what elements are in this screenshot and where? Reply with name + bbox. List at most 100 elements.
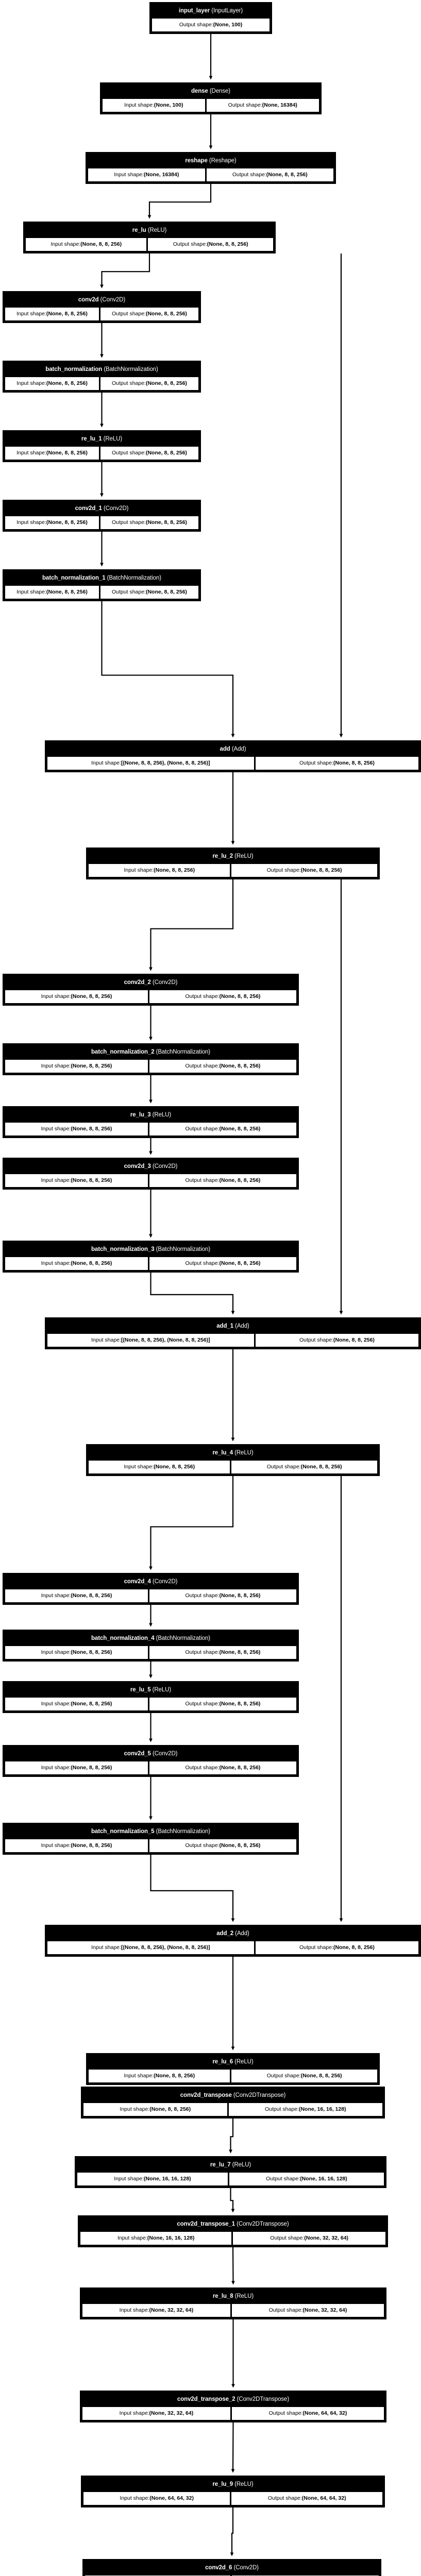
input-shape: Input shape: (None, 8, 8, 256) [5, 1839, 148, 1853]
input-shape-label: Input shape: [16, 310, 46, 317]
layer-shapes: Input shape: (None, 8, 8, 256)Output sha… [5, 990, 297, 1004]
layer-node-re_lu_7[interactable]: re_lu_7 (ReLU)Input shape: (None, 16, 16… [75, 2156, 386, 2189]
layer-class: (BatchNormalization) [156, 1828, 210, 1835]
layer-node-add_2[interactable]: add_2 (Add)Input shape: [(None, 8, 8, 25… [45, 1925, 421, 1957]
layer-class: (BatchNormalization) [156, 1246, 210, 1252]
input-shape: Input shape: (None, 64, 64, 32) [83, 2492, 230, 2505]
layer-node-conv2d_6[interactable]: conv2d_6 (Conv2D)Input shape: (None, 64,… [82, 2559, 381, 2576]
layer-node-batch_normalization_1[interactable]: batch_normalization_1 (BatchNormalizatio… [3, 569, 201, 602]
output-shape-value: (None, 8, 8, 256) [266, 171, 308, 178]
layer-node-conv2d_3[interactable]: conv2d_3 (Conv2D)Input shape: (None, 8, … [3, 1158, 299, 1190]
layer-node-re_lu[interactable]: re_lu (ReLU)Input shape: (None, 8, 8, 25… [23, 222, 276, 254]
input-shape-value: (None, 32, 32, 64) [149, 2410, 194, 2416]
input-shape-value: (None, 8, 8, 256) [71, 1062, 112, 1069]
layer-class: (Conv2DTranspose) [237, 2396, 290, 2402]
output-shape-value: (None, 16, 16, 128) [300, 2175, 347, 2182]
layer-shapes: Input shape: (None, 16, 16, 128)Output s… [80, 2231, 385, 2245]
layer-shapes: Input shape: (None, 8, 8, 256)Output sha… [5, 1646, 297, 1659]
output-shape-label: Output shape: [185, 1592, 220, 1599]
input-shape-label: Input shape: [41, 1592, 71, 1599]
output-shape-label: Output shape: [179, 21, 213, 28]
input-shape-value: (None, 8, 8, 256) [71, 1125, 112, 1132]
output-shape-label: Output shape: [268, 2307, 303, 2313]
layer-node-conv2d_1[interactable]: conv2d_1 (Conv2D)Input shape: (None, 8, … [3, 500, 201, 532]
layer-name: re_lu_5 [130, 1687, 151, 1693]
input-shape: Input shape: (None, 8, 8, 256) [89, 2069, 230, 2083]
output-shape-label: Output shape: [173, 241, 207, 247]
input-shape-label: Input shape: [41, 1764, 71, 1771]
layer-node-re_lu_9[interactable]: re_lu_9 (ReLU)Input shape: (None, 64, 64… [81, 2476, 385, 2508]
layer-node-batch_normalization_3[interactable]: batch_normalization_3 (BatchNormalizatio… [3, 1241, 299, 1273]
output-shape: Output shape: (None, 8, 8, 256) [149, 1059, 297, 1073]
layer-shapes: Input shape: (None, 32, 32, 64)Output sh… [82, 2406, 384, 2420]
output-shape-label: Output shape: [266, 2175, 300, 2182]
layer-class: (ReLU) [232, 2162, 251, 2168]
input-shape-label: Input shape: [119, 2410, 149, 2416]
layer-title: reshape (Reshape) [87, 153, 335, 168]
layer-node-re_lu_1[interactable]: re_lu_1 (ReLU)Input shape: (None, 8, 8, … [3, 430, 201, 463]
layer-node-conv2d[interactable]: conv2d (Conv2D)Input shape: (None, 8, 8,… [3, 291, 201, 324]
layer-node-re_lu_4[interactable]: re_lu_4 (ReLU)Input shape: (None, 8, 8, … [86, 1444, 380, 1477]
input-shape-value: (None, 8, 8, 256) [46, 519, 88, 526]
output-shape-value: (None, 8, 8, 256) [145, 588, 187, 595]
layer-node-conv2d_2[interactable]: conv2d_2 (Conv2D)Input shape: (None, 8, … [3, 974, 299, 1006]
output-shape-label: Output shape: [266, 1463, 301, 1470]
input-shape: Input shape: (None, 8, 8, 256) [5, 1697, 148, 1711]
input-shape-value: [(None, 8, 8, 256), (None, 8, 8, 256)] [121, 1944, 210, 1951]
layer-node-batch_normalization_5[interactable]: batch_normalization_5 (BatchNormalizatio… [3, 1823, 299, 1855]
layer-name: conv2d_transpose_2 [177, 2396, 235, 2402]
layer-node-conv2d_transpose_1[interactable]: conv2d_transpose_1 (Conv2DTranspose)Inpu… [78, 2215, 388, 2248]
layer-node-re_lu_8[interactable]: re_lu_8 (ReLU)Input shape: (None, 32, 32… [80, 2287, 386, 2320]
layer-node-reshape[interactable]: reshape (Reshape)Input shape: (None, 163… [86, 152, 336, 184]
layer-class: (Reshape) [209, 158, 237, 164]
layer-node-conv2d_transpose[interactable]: conv2d_transpose (Conv2DTranspose)Input … [81, 2087, 385, 2119]
input-shape: Input shape: [(None, 8, 8, 256), (None, … [47, 756, 254, 770]
layer-node-re_lu_2[interactable]: re_lu_2 (ReLU)Input shape: (None, 8, 8, … [86, 848, 380, 880]
output-shape-label: Output shape: [185, 1177, 220, 1183]
layer-shapes: Input shape: (None, 8, 8, 256)Output sha… [5, 377, 199, 391]
layer-node-re_lu_6[interactable]: re_lu_6 (ReLU)Input shape: (None, 8, 8, … [86, 2053, 380, 2086]
input-shape-label: Input shape: [114, 2175, 144, 2182]
layer-node-conv2d_4[interactable]: conv2d_4 (Conv2D)Input shape: (None, 8, … [3, 1573, 299, 1605]
output-shape: Output shape: (None, 8, 8, 256) [255, 756, 418, 770]
layer-node-conv2d_transpose_2[interactable]: conv2d_transpose_2 (Conv2DTranspose) Inpu… [80, 2391, 386, 2423]
output-shape-value: (None, 8, 8, 256) [219, 1177, 261, 1183]
output-shape: Output shape: (None, 8, 8, 256) [231, 2069, 378, 2083]
input-shape-label: Input shape: [120, 2495, 150, 2501]
layer-node-batch_normalization_4[interactable]: batch_normalization_4 (BatchNormalizatio… [3, 1630, 299, 1662]
layer-node-conv2d_5[interactable]: conv2d_5 (Conv2D)Input shape: (None, 8, … [3, 1745, 299, 1777]
input-shape-label: Input shape: [16, 380, 46, 386]
layer-node-re_lu_5[interactable]: re_lu_5 (ReLU)Input shape: (None, 8, 8, … [3, 1681, 299, 1714]
layer-shapes: Input shape: (None, 8, 8, 256)Output sha… [5, 446, 199, 460]
output-shape-value: (None, 8, 8, 256) [219, 1260, 261, 1266]
output-shape-label: Output shape: [299, 759, 333, 766]
input-shape: Input shape: (None, 32, 32, 64) [82, 2303, 230, 2317]
layer-name: conv2d_4 [124, 1579, 151, 1585]
layer-shapes: Input shape: (None, 8, 8, 256)Output sha… [89, 1460, 378, 1474]
layer-node-batch_normalization_2[interactable]: batch_normalization_2 (BatchNormalizatio… [3, 1043, 299, 1076]
layer-name: re_lu_4 [212, 1450, 233, 1456]
layer-title: re_lu_6 (ReLU) [87, 2054, 379, 2070]
layer-node-batch_normalization[interactable]: batch_normalization (BatchNormalization)… [3, 361, 201, 393]
output-shape: Output shape: (None, 8, 8, 256) [149, 1839, 297, 1853]
layer-node-re_lu_3[interactable]: re_lu_3 (ReLU)Input shape: (None, 8, 8, … [3, 1106, 299, 1139]
output-shape-label: Output shape: [185, 1764, 220, 1771]
output-shape-value: (None, 32, 32, 64) [304, 2234, 349, 2241]
edge-reshape-to-re_lu [147, 184, 212, 219]
layer-node-input_layer[interactable]: input_layer (InputLayer)Output shape: (N… [149, 2, 272, 35]
input-shape-value: (None, 8, 8, 256) [154, 2072, 195, 2079]
layer-node-add[interactable]: add (Add)Input shape: [(None, 8, 8, 256)… [45, 740, 421, 773]
input-shape-label: Input shape: [124, 1463, 154, 1470]
layer-node-add_1[interactable]: add_1 (Add)Input shape: [(None, 8, 8, 25… [45, 1317, 421, 1350]
layer-title: conv2d_5 (Conv2D) [4, 1746, 298, 1761]
layer-node-dense[interactable]: dense (Dense)Input shape: (None, 100)Out… [100, 82, 322, 115]
output-shape: Output shape: (None, 8, 8, 256) [149, 1174, 297, 1188]
output-shape-label: Output shape: [112, 310, 146, 317]
layer-name: conv2d_2 [124, 979, 151, 986]
input-shape: Input shape: (None, 8, 8, 256) [5, 307, 99, 321]
layer-class: (ReLU) [152, 1112, 172, 1118]
layer-shapes: Input shape: (None, 8, 8, 256)Output sha… [5, 1839, 297, 1853]
layer-name: batch_normalization_5 [91, 1828, 155, 1835]
output-shape: Output shape: (None, 16, 16, 128) [228, 2103, 382, 2116]
